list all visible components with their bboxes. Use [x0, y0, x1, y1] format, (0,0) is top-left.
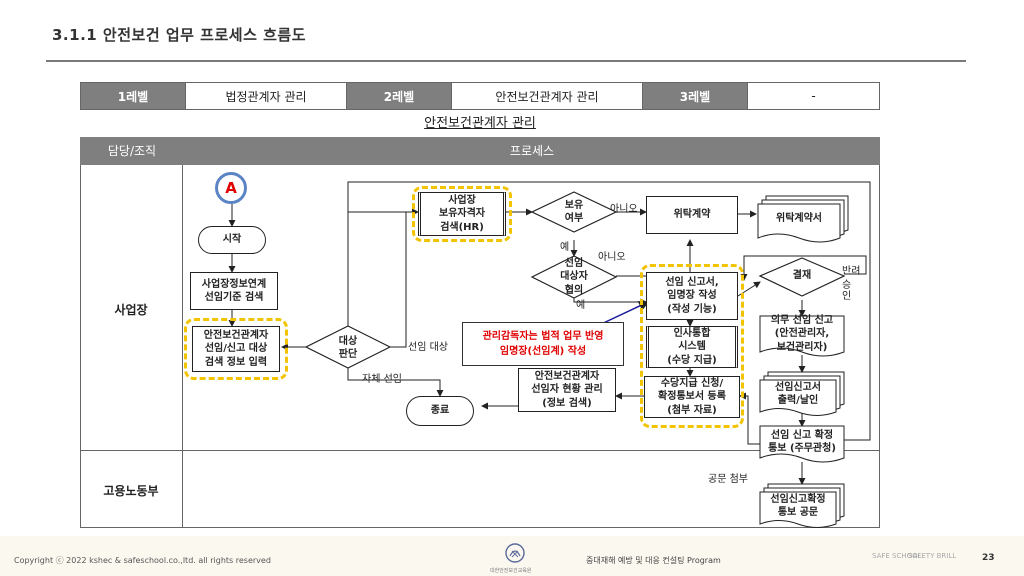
process-header-bar	[80, 137, 880, 165]
level2-header: 2레벨	[346, 82, 452, 110]
level3-value: -	[747, 82, 880, 110]
level2-value: 안전보건관계자 관리	[451, 82, 643, 110]
edge-label-select-target: 선임 대상	[408, 342, 448, 353]
header-owner: 담당/조직	[107, 144, 157, 158]
process-subtitle: 안전보건관계자 관리	[424, 116, 536, 131]
confirm-notice-document: 선임 신고 확정 통보 (주무관청)	[768, 429, 836, 455]
edge-label-attach: 공문 첨부	[708, 474, 748, 485]
start-node: 시작	[198, 226, 266, 254]
page-number: 23	[982, 553, 995, 563]
organization-logo-icon	[505, 543, 525, 563]
level1-value: 법정관계자 관리	[185, 82, 347, 110]
edge-label-self-select: 자체 선임	[362, 374, 402, 385]
footer-logo-text: 대한안전보건교육원	[490, 568, 532, 574]
contract-document: 위탁계약서	[776, 213, 822, 225]
contract-step: 위탁계약	[646, 196, 738, 234]
supervisor-note: 관리감독자는 법적 업무 반영 임명장(선임계) 작성	[462, 322, 624, 366]
footer-bar	[0, 536, 1024, 576]
brand-safe-school: SAFE SCHOOL	[872, 552, 922, 560]
lane-divider-vertical	[182, 165, 183, 528]
header-process: 프로세스	[509, 144, 555, 158]
edge-label-no1: 아니오	[610, 204, 638, 215]
search-qualified-step: 사업장 보유자격자 검색(HR)	[418, 192, 506, 236]
lane-labor-ministry: 고용노동부	[103, 484, 159, 498]
highlight-search	[412, 186, 512, 242]
edge-label-yes2: 예	[576, 300, 586, 311]
report-print-document: 선임신고서 출력/날인	[775, 381, 821, 407]
lane-divider-horizontal	[80, 450, 880, 451]
level3-header: 3레벨	[642, 82, 748, 110]
highlight-input	[184, 318, 288, 380]
decision-target: 대상 판단	[338, 335, 358, 361]
report-write-step: 선임 신고서, 임명장 작성 (작성 기능)	[646, 272, 738, 320]
end-node: 종료	[406, 396, 474, 426]
edge-label-no2: 아니오	[598, 252, 626, 263]
duty-report-document: 의무 선임 신고 (안전관리자, 보건관리자)	[770, 314, 834, 353]
edge-label-reject: 반려	[842, 266, 861, 277]
hr-system-step: 인사통합 시스템 (수당 지급)	[646, 326, 738, 368]
edge-label-approve: 승인	[842, 280, 852, 302]
brand-safety-brill: SAFETY BRILL	[908, 552, 957, 560]
footer-program: 중대재해 예방 및 대응 컨설팅 Program	[586, 556, 721, 565]
highlight-report	[640, 264, 744, 428]
title-divider	[46, 60, 966, 62]
decision-have: 보유 여부	[564, 199, 584, 225]
official-document: 선임신고확정 통보 공문	[770, 493, 826, 519]
status-manage-step: 안전보건관계자 선임자 현황 관리 (정보 검색)	[518, 368, 616, 412]
footer-copyright: Copyright ⓒ 2022 kshec & safeschool.co.,…	[14, 556, 271, 565]
link-info-step: 사업장정보연계 선임기준 검색	[190, 272, 278, 310]
edge-label-yes1: 예	[560, 242, 570, 253]
input-info-step: 안전보건관계자 선임/신고 대상 검색 정보 입력	[192, 326, 280, 372]
level1-header: 1레벨	[80, 82, 186, 110]
allowance-step: 수당지급 신청/ 확정통보서 등록 (첨부 자료)	[644, 376, 740, 418]
lane-workplace: 사업장	[114, 303, 148, 317]
page-title: 3.1.1 안전보건 업무 프로세스 흐름도	[52, 26, 306, 44]
decision-approval: 결재	[792, 270, 812, 282]
connector-a: A	[215, 172, 247, 204]
level-table: 1레벨 법정관계자 관리 2레벨 안전보건관계자 관리 3레벨 -	[80, 82, 880, 110]
decision-consult: 선임 대상자 협의	[560, 257, 588, 296]
